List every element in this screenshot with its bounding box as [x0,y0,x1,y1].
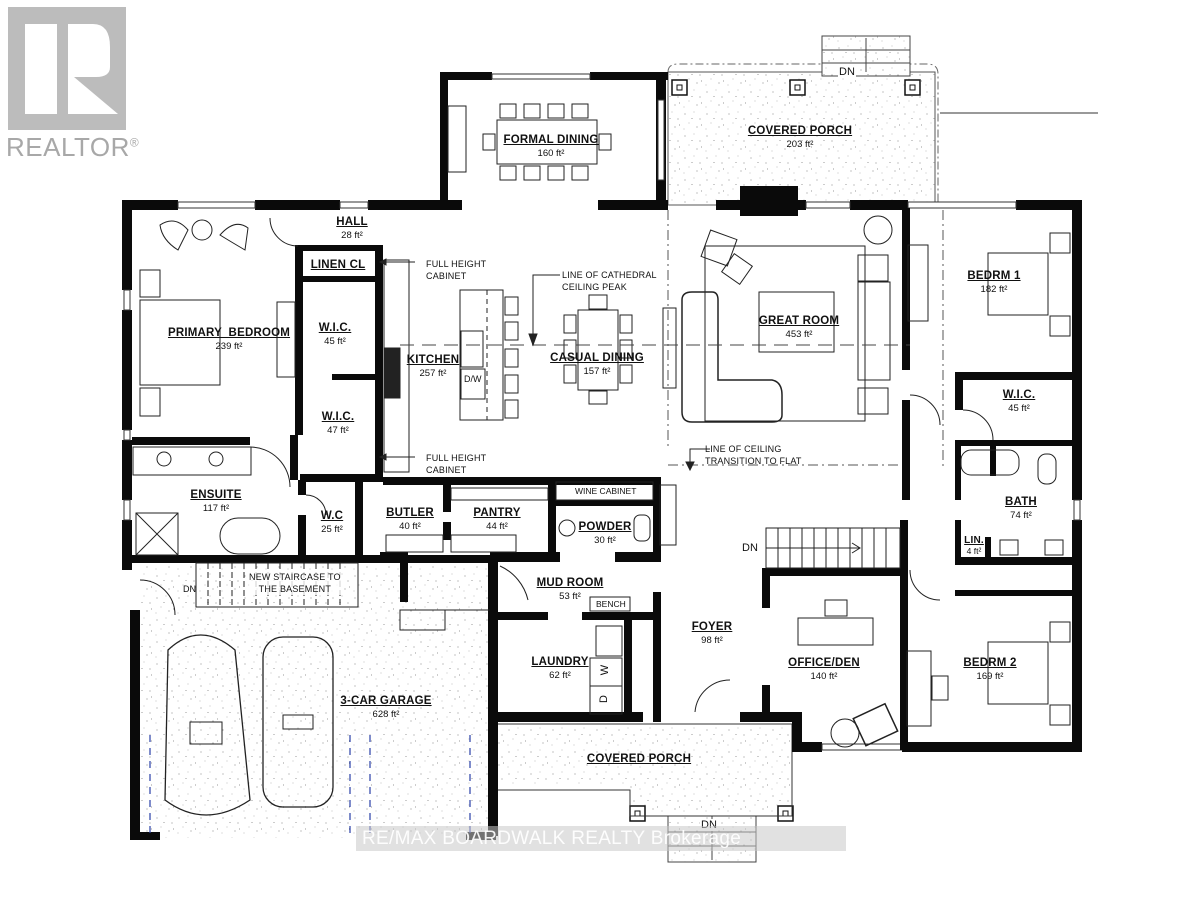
bench-label: BENCH [596,599,626,609]
note-full-height-cabinet-top: FULL HEIGHT CABINET [426,259,487,281]
rear-covered-porch-floor [667,35,1098,206]
room-linen-cl: LINEN CL [310,259,366,271]
dishwasher-label: D/W [464,374,482,384]
note-new-staircase: NEW STAIRCASE TO THE BASEMENT [249,571,341,595]
note-full-height-cabinet-bottom: FULL HEIGHT CABINET [426,453,487,475]
dryer-label: D [597,695,610,703]
room-covered-porch-front: COVERED PORCH [586,753,692,765]
room-wic-primary-1: W.I.C.45 ft² [318,322,352,347]
stair-dn-garage: DN [183,584,196,594]
garage-floor [140,566,490,838]
realtor-wordmark: REALTOR® [6,132,140,162]
cabinetry-and-furniture [132,103,1071,816]
brokerage-watermark: RE/MAX BOARDWALK REALTY Brokerage [356,826,846,851]
realtor-r-icon [8,7,126,130]
room-lin: LIN.4 ft² [964,535,984,556]
wine-cabinet-label: WINE CABINET [575,486,637,496]
room-wic-primary-2: W.I.C.47 ft² [321,411,355,436]
stair-dn-foyer: DN [742,542,758,554]
realtor-logo [8,7,126,132]
washer-label: W [599,664,612,676]
interior-walls [132,208,1075,750]
windows [123,73,1081,751]
exterior-walls [122,72,1082,840]
garage-parking-markers [149,735,471,835]
note-ceiling-transition: LINE OF CEILING TRANSITION TO FLAT [705,444,802,466]
front-porch-floor [497,724,792,784]
room-wic-bedrm-1: W.I.C.45 ft² [1002,389,1036,414]
note-cathedral-ceiling: LINE OF CATHEDRAL CEILING PEAK [562,270,657,292]
stair-dn-rear-porch: DN [838,66,856,78]
